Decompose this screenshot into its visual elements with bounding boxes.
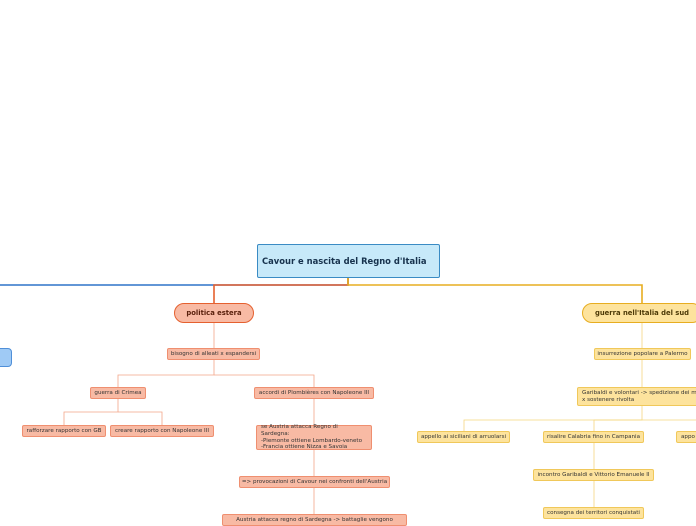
topic-creare-napoleone[interactable]: creare rapporto con Napoleone III bbox=[110, 425, 214, 437]
topic-politica-estera[interactable]: politica estera bbox=[174, 303, 254, 323]
topic-austria-attacca-sardegna[interactable]: Austria attacca regno di Sardegna -> bat… bbox=[222, 514, 407, 526]
topic-appo[interactable]: appo bbox=[676, 431, 696, 443]
central-topic[interactable]: Cavour e nascita del Regno d'Italia bbox=[257, 244, 440, 278]
connector-root-left bbox=[0, 278, 349, 286]
topic-risalire-calabria[interactable]: risalire Calabria fino in Campania bbox=[543, 431, 644, 443]
topic-se-austria-attacca[interactable]: se Austria attacca Regno di Sardegna: -P… bbox=[256, 424, 372, 450]
connector-root-politica bbox=[213, 278, 349, 303]
connector-garibaldi-split bbox=[463, 406, 643, 431]
connector-root-sud bbox=[347, 278, 643, 303]
topic-consegna-territori[interactable]: consegna dei territori conquistati bbox=[543, 507, 644, 519]
topic-rafforzare-gb[interactable]: rafforzare rapporto con GB bbox=[22, 425, 106, 437]
topic-insurrezione-palermo[interactable]: insurrezione popolare a Palermo bbox=[594, 348, 691, 360]
topic-accordi-plombieres[interactable]: accordi di Plombières con Napoleone III bbox=[254, 387, 374, 399]
topic-garibaldi-volontari[interactable]: Garibaldi e volontari -> spedizione dei … bbox=[577, 387, 696, 406]
connector-crimea-split bbox=[63, 399, 119, 425]
connector-bisogno-accordi bbox=[214, 374, 315, 387]
connector-bisogno-split bbox=[117, 360, 215, 387]
topic-guerra-crimea[interactable]: guerra di Crimea bbox=[90, 387, 146, 399]
topic-appello-siciliani[interactable]: appello ai siciliani di arruolarsi bbox=[417, 431, 510, 443]
connector-garibaldi-risalire bbox=[593, 419, 642, 431]
topic-provocazioni-cavour[interactable]: => provocazioni di Cavour nei confronti … bbox=[239, 476, 390, 488]
connector-crimea-creare bbox=[118, 411, 163, 425]
left-branch-topic[interactable] bbox=[0, 348, 12, 367]
topic-guerra-italia-sud[interactable]: guerra nell'Italia del sud bbox=[582, 303, 696, 323]
topic-bisogno-alleati[interactable]: bisogno di alleati x espandersi bbox=[167, 348, 260, 360]
topic-incontro-garibaldi[interactable]: incontro Garibaldi e Vittorio Emanuele I… bbox=[533, 469, 654, 481]
